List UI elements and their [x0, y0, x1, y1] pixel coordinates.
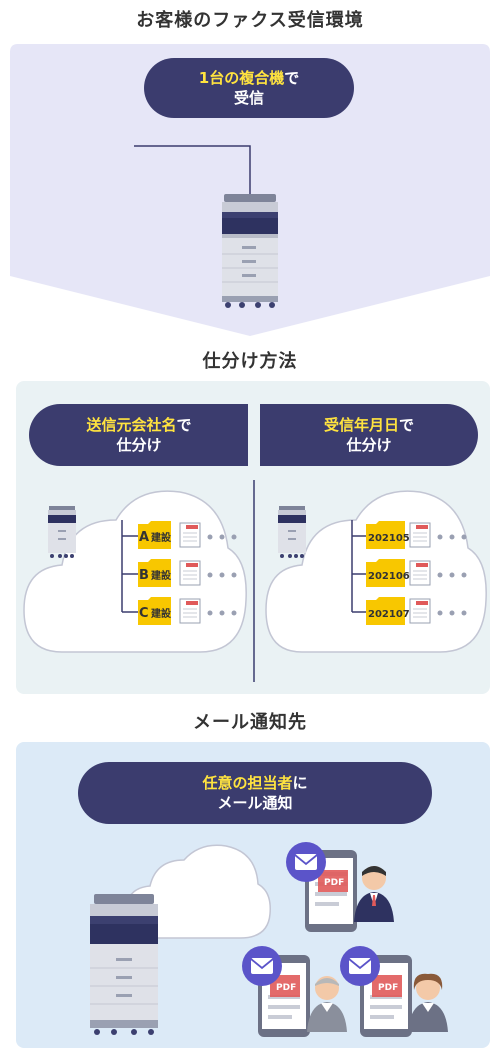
- section1-title: お客様のファクス受信環境: [136, 10, 364, 31]
- pdf-label: PDF: [378, 983, 398, 993]
- tree-connector: [351, 520, 366, 613]
- folder-label-202106: 202106: [368, 571, 410, 582]
- folder-label-b: 建設: [150, 569, 172, 582]
- document-icon: [179, 522, 201, 624]
- multifunction-printer-icon: [278, 506, 306, 558]
- pill-text-line2: メール通知: [217, 794, 293, 812]
- folder-label-c: 建設: [150, 607, 172, 620]
- envelope-icon: [242, 946, 282, 986]
- folder-icon: [138, 521, 171, 625]
- pill-highlight: 受信年月日: [323, 416, 399, 434]
- single-mfp-receive-label: 1台の複合機で 受信: [144, 58, 354, 118]
- sort-by-sender-label: 送信元会社名で 仕分け: [30, 404, 248, 466]
- person-icon: [354, 866, 394, 922]
- person-icon: [408, 973, 448, 1032]
- pill-highlight: 1台の複合機: [198, 69, 285, 87]
- document-icon: [409, 522, 431, 624]
- cloud-date-sorting: 202105 202106 202107: [265, 490, 487, 653]
- pill-text: に: [292, 774, 308, 792]
- pdf-label: PDF: [276, 983, 296, 993]
- pdf-label: PDF: [324, 878, 344, 888]
- folder-letter-a: A: [139, 530, 149, 545]
- section2-title: 仕分け方法: [202, 351, 298, 372]
- pill-text: で: [284, 69, 300, 87]
- folder-label-202105: 202105: [368, 533, 410, 544]
- folder-icon: [366, 521, 405, 625]
- folder-label-202107: 202107: [368, 609, 410, 620]
- envelope-icon: [340, 946, 380, 986]
- ellipsis-icon: [207, 534, 237, 616]
- pill-highlight: 任意の担当者: [202, 774, 293, 792]
- multifunction-printer-icon: [48, 506, 76, 558]
- document-icon: PDF: [318, 870, 348, 892]
- ellipsis-icon: [437, 534, 467, 616]
- cloud-sender-sorting: A 建設 B 建設 C 建設: [23, 490, 247, 653]
- person-icon: [307, 976, 347, 1032]
- pill-text-line2: 仕分け: [346, 436, 392, 454]
- section3-title: メール通知先: [193, 712, 307, 733]
- pill-text: で: [399, 416, 415, 434]
- multifunction-printer-icon: [90, 894, 158, 1035]
- sort-by-date-label: 受信年月日で 仕分け: [260, 404, 478, 466]
- folder-label-a: 建設: [150, 531, 172, 544]
- pill-text-line2: 受信: [233, 89, 264, 107]
- folder-letter-b: B: [139, 568, 149, 583]
- multifunction-printer-icon: [222, 194, 278, 308]
- envelope-icon: [286, 842, 326, 882]
- document-icon: PDF: [372, 975, 402, 997]
- email-notify-label: 任意の担当者に メール通知: [78, 762, 432, 824]
- section-divider: [253, 480, 255, 682]
- document-icon: PDF: [270, 975, 300, 997]
- pill-text-line2: 仕分け: [116, 436, 162, 454]
- connector-line: [134, 145, 251, 196]
- pill-highlight: 送信元会社名: [86, 416, 177, 434]
- folder-letter-c: C: [139, 606, 149, 621]
- tree-connector: [121, 520, 138, 613]
- sort-method-pill-background: [29, 404, 478, 466]
- pill-text: で: [176, 416, 192, 434]
